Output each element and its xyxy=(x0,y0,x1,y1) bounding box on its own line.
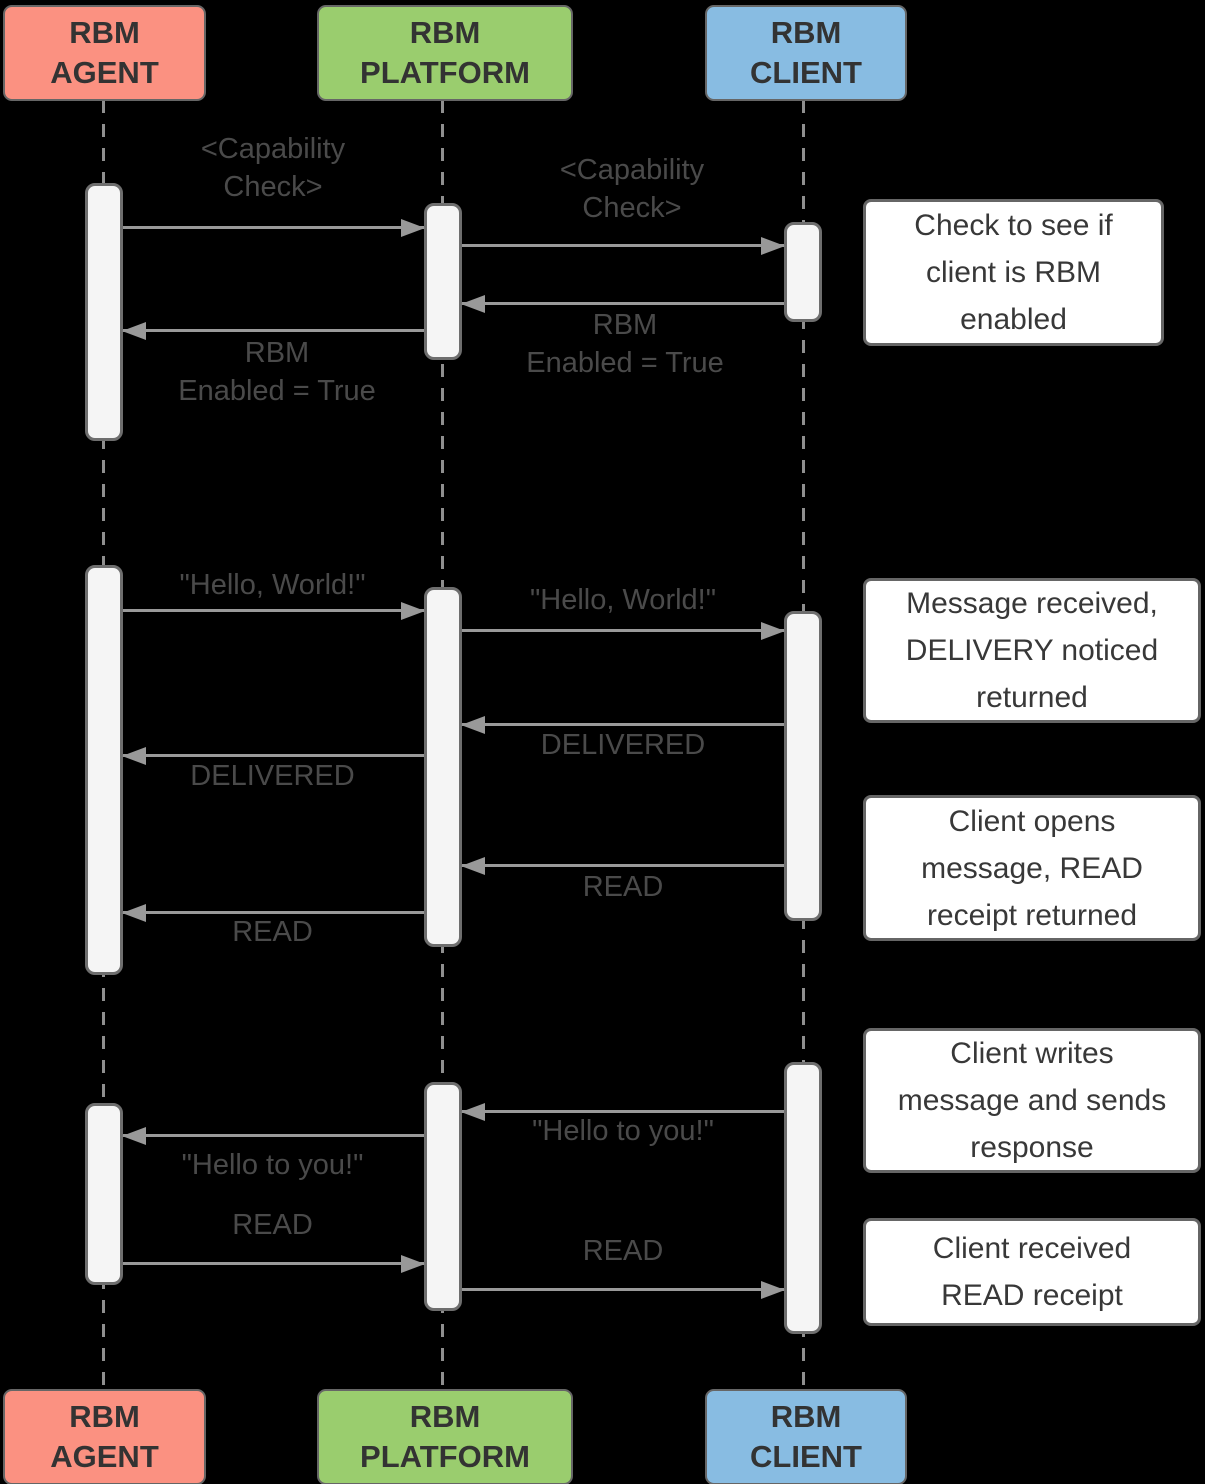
arrowhead-icon xyxy=(122,1127,146,1145)
note-read-received: Client received READ receipt xyxy=(863,1218,1201,1326)
arrow-delivered-client-to-platform xyxy=(461,716,784,734)
arrowhead-icon xyxy=(122,904,146,922)
arrow-read-client-to-platform xyxy=(461,857,784,875)
arrow-hello-to-you-client-to-platform xyxy=(461,1103,784,1121)
arrow-read-agent-to-platform xyxy=(123,1255,425,1273)
activation-agent-response xyxy=(85,1103,123,1285)
label-read-left-response: READ xyxy=(232,1209,313,1241)
arrowhead-icon xyxy=(461,716,485,734)
arrow-hello-world-agent-to-platform xyxy=(123,602,425,620)
label-delivered-left: DELIVERED xyxy=(190,760,355,792)
activation-client-capability xyxy=(784,222,822,322)
arrow-rbm-enabled-platform-to-agent xyxy=(122,322,424,340)
activation-platform-response xyxy=(424,1082,462,1311)
actor-rbm-agent-top: RBM AGENT xyxy=(3,5,206,101)
label-capability-check-left: <Capability Check> xyxy=(200,133,346,203)
arrow-rbm-enabled-client-to-platform xyxy=(461,295,784,313)
arrow-delivered-platform-to-agent xyxy=(122,747,424,765)
activation-client-message xyxy=(784,611,822,921)
note-message-received: Message received, DELIVERY noticed retur… xyxy=(863,578,1201,723)
label-hello-to-you-left: "Hello to you!" xyxy=(181,1149,364,1181)
arrow-hello-world-platform-to-client xyxy=(462,622,785,640)
label-read-left: READ xyxy=(232,916,313,948)
arrowhead-icon xyxy=(761,237,785,255)
arrowhead-icon xyxy=(461,295,485,313)
actor-rbm-agent-bottom: RBM AGENT xyxy=(3,1389,206,1484)
note-capability-check: Check to see if client is RBM enabled xyxy=(863,199,1164,346)
label-capability-check-right: <Capability Check> xyxy=(559,154,705,224)
arrowhead-icon xyxy=(401,1255,425,1273)
arrowhead-icon xyxy=(122,747,146,765)
label-read-right-response: READ xyxy=(582,1235,664,1267)
arrow-read-platform-to-agent xyxy=(122,904,424,922)
activation-agent-capability xyxy=(85,183,123,441)
actor-rbm-client-bottom: RBM CLIENT xyxy=(705,1389,907,1484)
label-read-right: READ xyxy=(582,871,664,903)
arrowhead-icon xyxy=(761,622,785,640)
activation-client-response xyxy=(784,1062,822,1334)
arrow-capability-check-agent-to-platform xyxy=(123,219,425,237)
note-read-receipt: Client opens message, READ receipt retur… xyxy=(863,795,1201,941)
label-hello-to-you-right: "Hello to you!" xyxy=(532,1115,714,1147)
arrow-capability-check-platform-to-client xyxy=(462,237,785,255)
activation-platform-message xyxy=(424,587,462,947)
arrowhead-icon xyxy=(401,219,425,237)
note-client-response: Client writes message and sends response xyxy=(863,1028,1201,1173)
label-rbm-enabled-left: RBM Enabled = True xyxy=(178,337,376,407)
arrowhead-icon xyxy=(461,857,485,875)
label-rbm-enabled-right: RBM Enabled = True xyxy=(526,309,724,379)
arrowhead-icon xyxy=(461,1103,485,1121)
actor-rbm-platform-bottom: RBM PLATFORM xyxy=(317,1389,573,1484)
label-hello-world-right: "Hello, World!" xyxy=(529,584,717,616)
arrow-hello-to-you-platform-to-agent xyxy=(122,1127,424,1145)
actor-rbm-client-top: RBM CLIENT xyxy=(705,5,907,101)
arrowhead-icon xyxy=(761,1281,785,1299)
label-hello-world-left: "Hello, World!" xyxy=(179,569,366,601)
arrowhead-icon xyxy=(401,602,425,620)
label-delivered-right: DELIVERED xyxy=(540,729,706,761)
arrowhead-icon xyxy=(122,322,146,340)
actor-rbm-platform-top: RBM PLATFORM xyxy=(317,5,573,101)
activation-platform-capability xyxy=(424,203,462,360)
activation-agent-message xyxy=(85,565,123,975)
arrow-read-platform-to-client xyxy=(462,1281,785,1299)
